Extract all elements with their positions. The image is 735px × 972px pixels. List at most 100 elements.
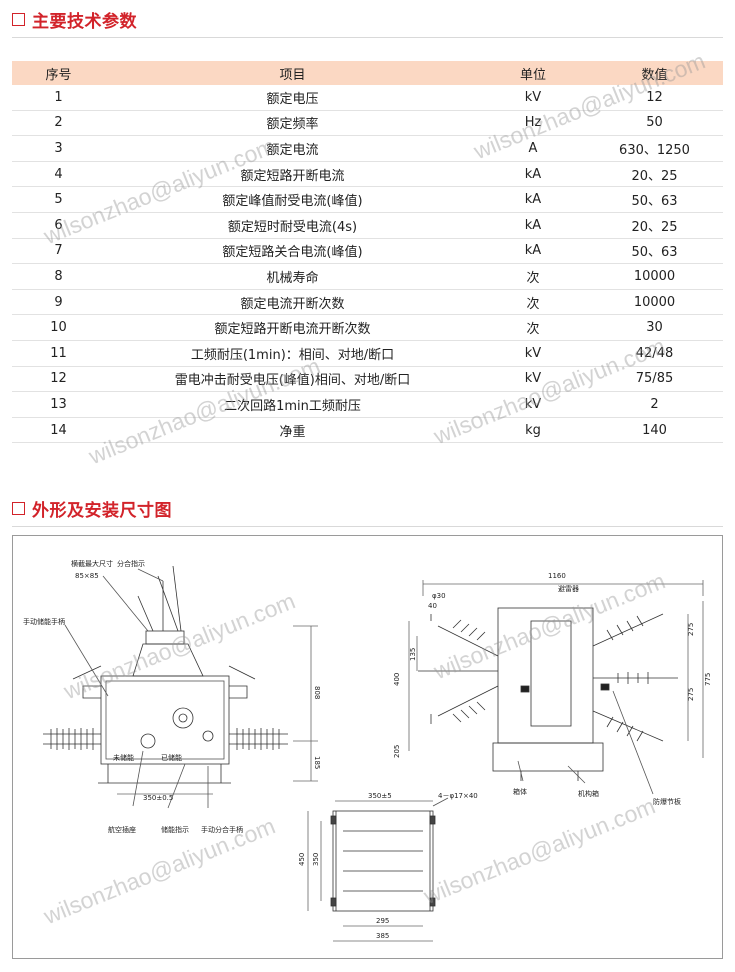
label-dim-808: 808 xyxy=(313,686,321,699)
cell-unit: kV xyxy=(480,391,586,418)
cell-item: 额定短路开断电流开断次数 xyxy=(105,314,480,341)
top-block xyxy=(145,630,185,645)
cell-unit: 次 xyxy=(480,314,586,341)
cell-index: 14 xyxy=(12,417,105,444)
label-stored: 已储能 xyxy=(161,753,182,762)
dimension-drawing: 分合指示 横截最大尺寸 85×85 手动储能手柄 未储能 已储能 808 185… xyxy=(12,535,723,959)
cell-index: 2 xyxy=(12,110,105,137)
label-aviation-plug: 航空插座 xyxy=(108,825,136,834)
label-side-max-dim: 85×85 xyxy=(75,572,99,580)
label-dim-295: 295 xyxy=(376,917,389,925)
column-header-value: 数值 xyxy=(586,61,723,85)
base-plate-view xyxy=(307,797,449,942)
cell-value: 50、63 xyxy=(586,186,723,213)
cell-value: 30 xyxy=(586,314,723,341)
table-header-row: 序号 项目 单位 数值 xyxy=(12,61,723,85)
base-plate xyxy=(332,810,434,912)
cell-index: 1 xyxy=(12,85,105,111)
label-dim-185: 185 xyxy=(313,756,321,769)
cell-value: 75/85 xyxy=(586,366,723,393)
label-on-off-indicator: 分合指示 xyxy=(117,559,145,568)
cell-unit: 次 xyxy=(480,263,586,290)
front-view xyxy=(43,565,318,809)
cell-item: 工频耐压(1min)：相间、对地/断口 xyxy=(105,340,480,367)
label-dim-1160: 1160 xyxy=(548,572,566,580)
cell-item: 二次回路1min工频耐压 xyxy=(105,391,480,418)
section-heading-specs: 主要技术参数 xyxy=(12,8,137,32)
cell-unit: kV xyxy=(480,366,586,393)
cell-item: 额定短路开断电流 xyxy=(105,161,480,188)
cell-index: 9 xyxy=(12,289,105,316)
label-anti-pollution: 防爆节板 xyxy=(653,797,681,806)
cell-item: 额定电流开断次数 xyxy=(105,289,480,316)
cell-unit: kA xyxy=(480,186,586,213)
cell-item: 额定短路关合电流(峰值) xyxy=(105,238,480,265)
label-dim-350-5: 350±5 xyxy=(368,792,392,800)
top-view xyxy=(408,580,704,795)
cell-item: 额定峰值耐受电流(峰值) xyxy=(105,186,480,213)
front-view-labels: 分合指示 横截最大尺寸 85×85 手动储能手柄 未储能 已储能 808 185… xyxy=(23,559,321,834)
label-dim-phi30: φ30 xyxy=(432,592,446,600)
breaker-housing xyxy=(100,675,230,765)
divider xyxy=(12,37,723,38)
label-dim-40: 40 xyxy=(428,602,437,610)
cell-item: 雷电冲击耐受电压(峰值)相间、对地/断口 xyxy=(105,366,480,393)
label-dim-275a: 275 xyxy=(687,623,695,636)
base-plate-labels: 350±5 4－φ17×40 450 350 295 385 xyxy=(298,792,478,940)
cell-unit: kV xyxy=(480,340,586,367)
label-dim-275b: 275 xyxy=(687,688,695,701)
cell-unit: A xyxy=(480,135,586,162)
label-dim-385: 385 xyxy=(376,932,389,940)
label-not-stored: 未储能 xyxy=(113,753,134,762)
label-dim-775: 775 xyxy=(704,673,712,686)
checkbox-square-icon xyxy=(12,501,25,515)
cell-item: 额定电流 xyxy=(105,135,480,162)
top-cover xyxy=(132,643,204,677)
cell-unit: Hz xyxy=(480,110,586,137)
checkbox-square-icon xyxy=(12,12,25,26)
cell-value: 140 xyxy=(586,417,723,444)
cell-index: 13 xyxy=(12,391,105,418)
cell-value: 50、63 xyxy=(586,238,723,265)
cell-index: 11 xyxy=(12,340,105,367)
label-holes: 4－φ17×40 xyxy=(438,792,478,800)
cell-item: 额定频率 xyxy=(105,110,480,137)
label-dim-350-05: 350±0.5 xyxy=(143,794,173,802)
cell-index: 8 xyxy=(12,263,105,290)
label-manual-open-close-handle: 手动分合手柄 xyxy=(201,825,243,834)
column-header-unit: 单位 xyxy=(480,61,586,85)
cell-index: 12 xyxy=(12,366,105,393)
label-box: 箱体 xyxy=(513,787,527,796)
cell-value: 20、25 xyxy=(586,161,723,188)
cell-item: 额定短时耐受电流(4s) xyxy=(105,212,480,239)
section-title-specs: 主要技术参数 xyxy=(32,11,137,32)
top-view-labels: 1160 φ30 40 避雷器 400 135 205 275 275 775 … xyxy=(393,572,712,806)
drawing-svg: 分合指示 横截最大尺寸 85×85 手动储能手柄 未储能 已储能 808 185… xyxy=(23,559,712,942)
label-manual-energy-handle: 手动储能手柄 xyxy=(23,617,65,626)
cell-item: 额定电压 xyxy=(105,85,480,111)
cell-unit: kg xyxy=(480,417,586,444)
cell-index: 6 xyxy=(12,212,105,239)
cell-unit: kV xyxy=(480,85,586,111)
label-arrester: 避雷器 xyxy=(558,584,579,593)
cell-index: 3 xyxy=(12,135,105,162)
label-energy-indicator: 储能指示 xyxy=(161,825,189,834)
section-heading-dimensions: 外形及安装尺寸图 xyxy=(12,497,172,521)
cell-unit: 次 xyxy=(480,289,586,316)
cell-value: 42/48 xyxy=(586,340,723,367)
section-title-dimensions: 外形及安装尺寸图 xyxy=(32,500,172,521)
divider xyxy=(12,526,723,527)
cell-index: 7 xyxy=(12,238,105,265)
cell-index: 4 xyxy=(12,161,105,188)
cell-value: 50 xyxy=(586,110,723,137)
